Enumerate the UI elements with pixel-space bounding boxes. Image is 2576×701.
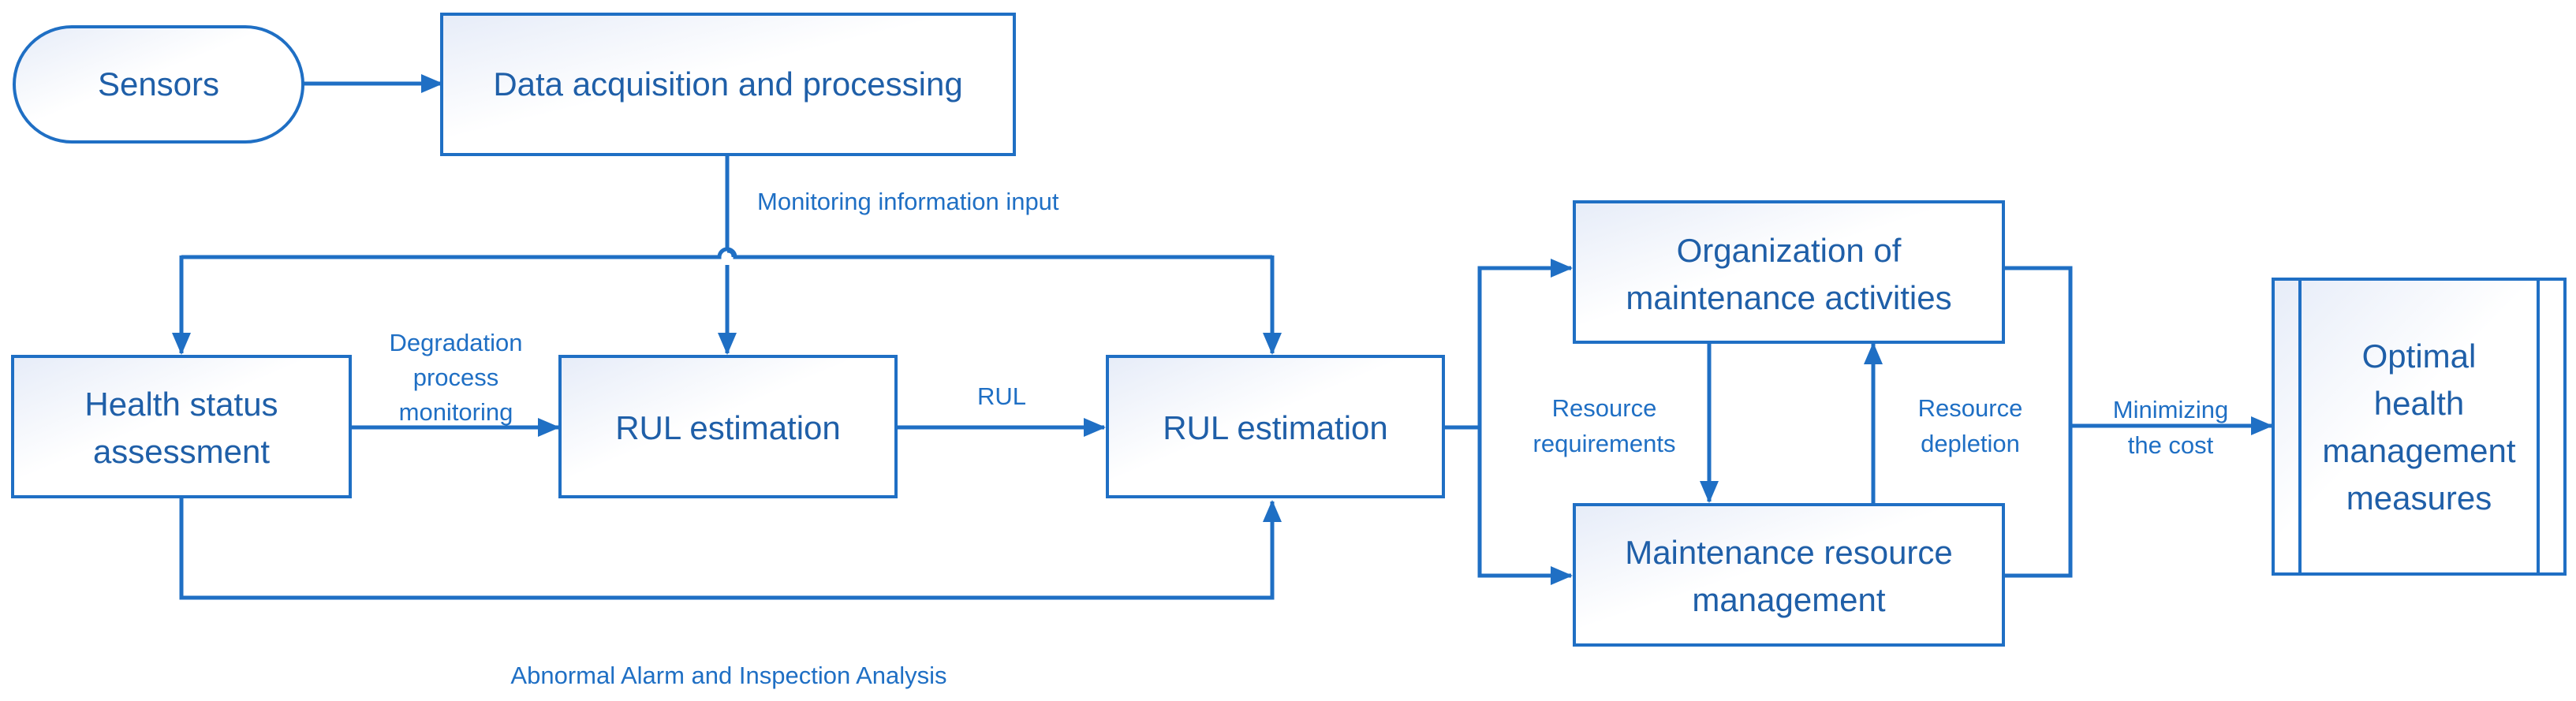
label-resource-requirements-1: Resource bbox=[1552, 394, 1657, 422]
node-data-acquisition bbox=[440, 13, 1016, 156]
edge-rul-to-org bbox=[1443, 259, 1573, 430]
label-abnormal-alarm: Abnormal Alarm and Inspection Analysis bbox=[510, 662, 946, 689]
label-minimizing-1: Minimizing bbox=[2113, 396, 2228, 423]
node-organization-label-2: maintenance activities bbox=[1626, 279, 1951, 316]
label-degradation-2: process bbox=[413, 364, 499, 391]
label-minimizing-2: the cost bbox=[2128, 431, 2214, 459]
node-rul-estimation-left-label: RUL estimation bbox=[615, 409, 841, 446]
node-optimal-measures-label-1: Optimal bbox=[2362, 337, 2477, 375]
label-resource-depletion-1: Resource bbox=[1918, 394, 2023, 422]
node-optimal-measures-label-2: health bbox=[2374, 385, 2464, 422]
node-resource-management bbox=[1573, 503, 2005, 647]
node-health-status-label-1: Health status bbox=[84, 386, 278, 423]
node-resource-management-label-1: Maintenance resource bbox=[1625, 534, 1953, 571]
node-data-acquisition-label: Data acquisition and processing bbox=[493, 65, 962, 103]
node-rul-estimation-right-label: RUL estimation bbox=[1163, 409, 1388, 446]
node-resource-management-label-2: management bbox=[1692, 581, 1885, 618]
label-resource-requirements-2: requirements bbox=[1533, 430, 1676, 457]
label-rul: RUL bbox=[977, 382, 1026, 410]
label-resource-depletion-2: depletion bbox=[1921, 430, 2020, 457]
edge-org-to-optimal bbox=[2003, 266, 2073, 578]
node-health-status bbox=[11, 355, 352, 498]
edge-rul-to-resource bbox=[1477, 427, 1573, 585]
node-sensors bbox=[13, 25, 304, 144]
edge-bus bbox=[181, 247, 1272, 259]
node-optimal-measures-label-4: measures bbox=[2346, 479, 2492, 516]
label-degradation-3: monitoring bbox=[399, 398, 513, 426]
node-rul-estimation-left bbox=[558, 355, 898, 498]
node-sensors-label: Sensors bbox=[98, 65, 219, 103]
node-optimal-measures bbox=[2272, 278, 2567, 576]
node-organization bbox=[1573, 200, 2005, 344]
node-rul-estimation-right bbox=[1106, 355, 1445, 498]
edge-abnormal-loop bbox=[179, 497, 1282, 600]
label-monitoring-input: Monitoring information input bbox=[757, 188, 1059, 215]
label-degradation-1: Degradation bbox=[390, 329, 523, 356]
node-health-status-label-2: assessment bbox=[93, 433, 270, 470]
node-optimal-measures-label-3: management bbox=[2322, 432, 2515, 469]
node-organization-label-1: Organization of bbox=[1677, 232, 1902, 269]
